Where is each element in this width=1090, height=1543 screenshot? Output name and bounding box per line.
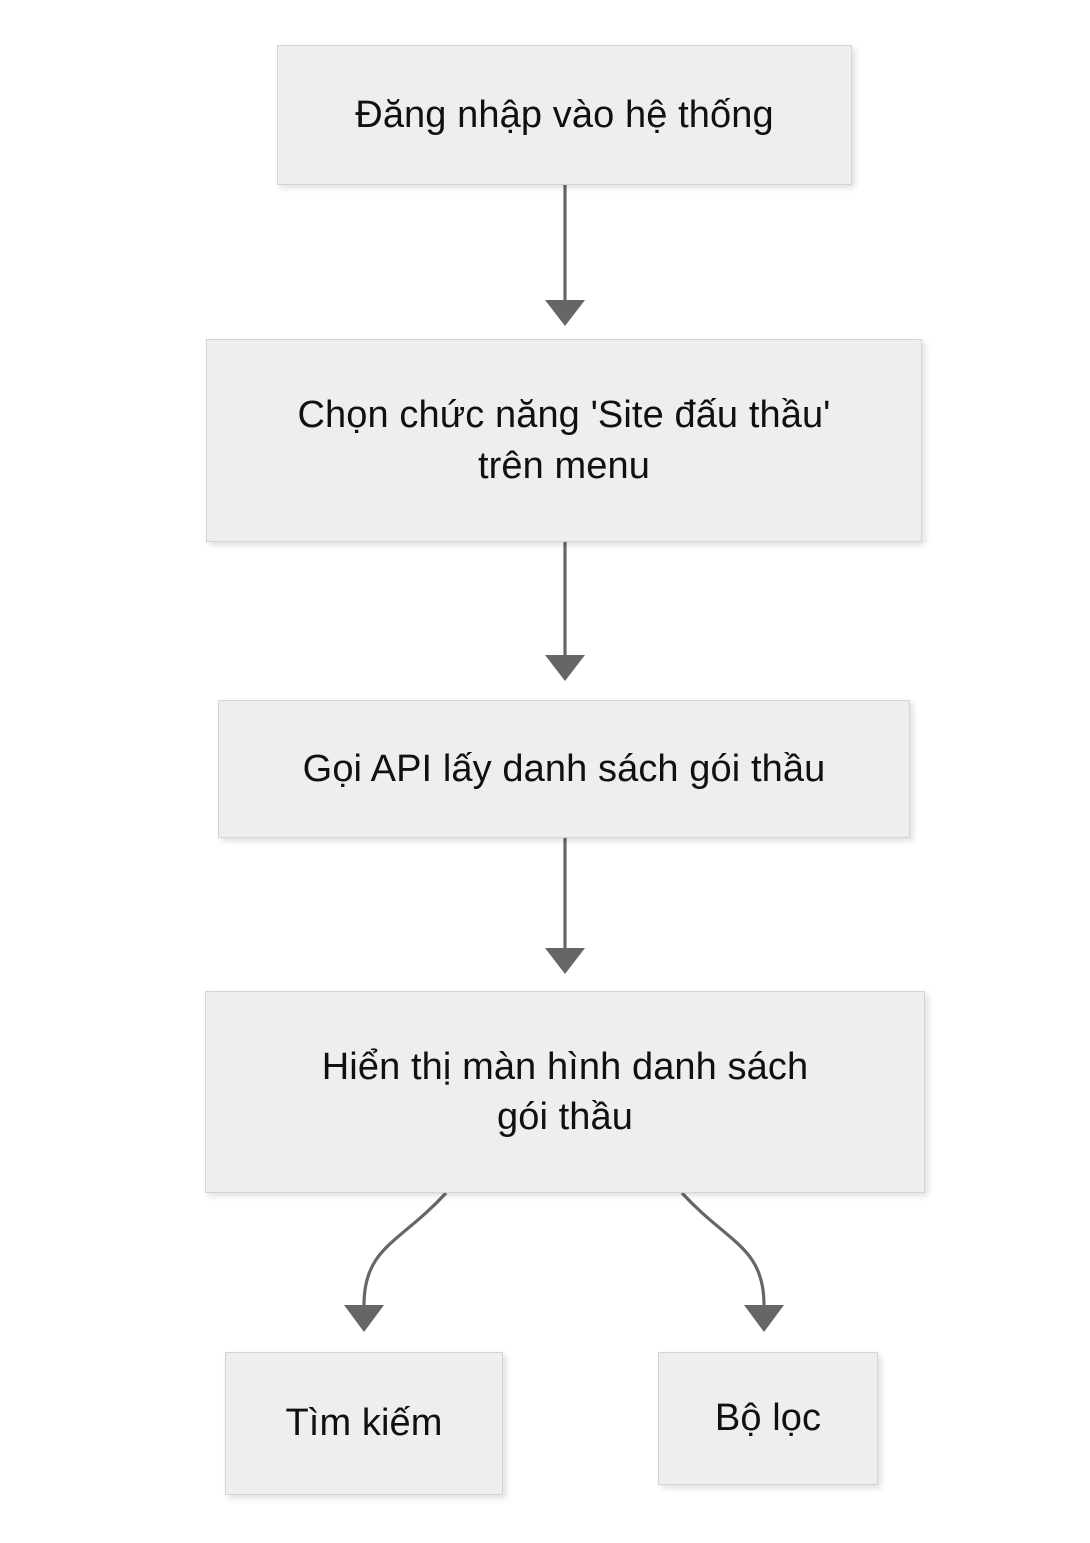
- edge-show-list-to-filter: [680, 1191, 766, 1306]
- node-search[interactable]: Tìm kiếm: [225, 1352, 503, 1495]
- arrowhead-login-to-select-menu: [545, 300, 585, 326]
- arrowhead-show-list-to-filter: [744, 1305, 784, 1332]
- edge-show-list-to-search: [362, 1191, 448, 1306]
- node-show-list[interactable]: Hiển thị màn hình danh sách gói thầu: [205, 991, 925, 1193]
- node-call-api[interactable]: Gọi API lấy danh sách gói thầu: [218, 700, 910, 838]
- arrowhead-call-api-to-show-list: [545, 948, 585, 974]
- node-filter[interactable]: Bộ lọc: [658, 1352, 878, 1485]
- node-select-menu-label: Chọn chức năng 'Site đấu thầu' trên menu: [297, 394, 831, 487]
- node-call-api-label: Gọi API lấy danh sách gói thầu: [302, 747, 826, 790]
- arrowhead-select-menu-to-call-api: [545, 655, 585, 681]
- node-show-list-label: Hiển thị màn hình danh sách gói thầu: [321, 1045, 809, 1138]
- node-select-menu[interactable]: Chọn chức năng 'Site đấu thầu' trên menu: [206, 339, 922, 542]
- node-search-label: Tìm kiếm: [285, 1402, 443, 1445]
- node-login-label: Đăng nhập vào hệ thống: [355, 93, 774, 136]
- node-filter-label: Bộ lọc: [714, 1397, 822, 1440]
- arrowhead-show-list-to-search: [344, 1305, 384, 1332]
- node-login[interactable]: Đăng nhập vào hệ thống: [277, 45, 852, 185]
